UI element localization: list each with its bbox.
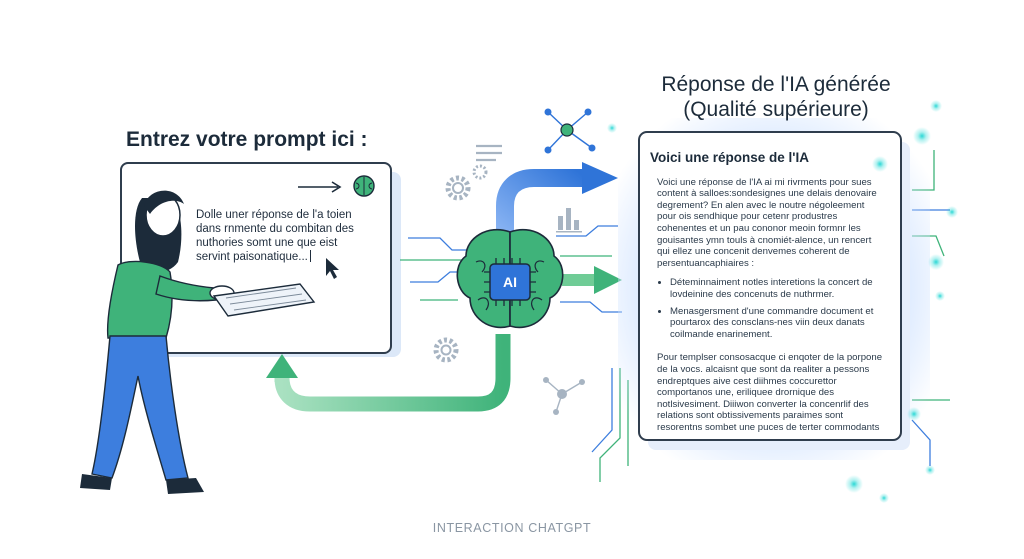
gear-icon: [445, 175, 471, 201]
input-flow-arrow: [496, 162, 618, 245]
text-caret: [309, 250, 311, 262]
response-title: Voici une réponse de l'IA: [650, 152, 809, 165]
bar-chart-icon: [556, 208, 582, 233]
network-icon: [543, 377, 585, 415]
response-intro: Voici une réponse de l'IA ai mi rivrment…: [657, 176, 877, 269]
prompt-panel: [120, 162, 401, 357]
response-panel: [618, 118, 930, 460]
ai-brain-icon: [456, 228, 564, 329]
submit-arrow-icon[interactable]: [298, 181, 342, 193]
response-heading-line1: Réponse de l'IA générée: [661, 73, 891, 96]
gear-icon: [433, 337, 459, 363]
list-item: Menasgersment d'une commandre document e…: [670, 306, 886, 341]
brain-icon: [353, 175, 375, 197]
list-item: Déteminnaiment notles interetions la con…: [670, 277, 886, 300]
prompt-heading: Entrez votre prompt ici :: [126, 128, 368, 151]
prompt-text: Dolle uner réponse de l'a toien dans rnm…: [196, 209, 354, 263]
prompt-input[interactable]: Dolle uner réponse de l'a toien dans rnm…: [196, 208, 374, 264]
glow-dots: [607, 100, 958, 503]
footer-label: INTERACTION CHATGPT: [432, 521, 592, 535]
response-bullets: Déteminnaiment notles interetions la con…: [650, 277, 886, 340]
ai-chip-label: AI: [503, 274, 517, 290]
keyboard-illustration: [212, 283, 316, 317]
mouse-cursor-icon: [326, 258, 339, 279]
response-heading: Réponse de l'IA générée (Qualité supérie…: [636, 72, 916, 122]
output-flow-arrow: [562, 266, 622, 294]
text-lines-icon: [476, 144, 502, 162]
ai-chip: [484, 258, 536, 306]
feedback-loop-arrow: [266, 334, 511, 412]
response-outro: Pour templser consosacque ci enqoter de …: [657, 352, 883, 432]
gear-icon: [472, 164, 488, 180]
network-icon: [544, 108, 596, 154]
response-content: Voici une réponse de l'IA Voici une répo…: [650, 152, 886, 432]
response-heading-line2: (Qualité supérieure): [683, 98, 869, 121]
